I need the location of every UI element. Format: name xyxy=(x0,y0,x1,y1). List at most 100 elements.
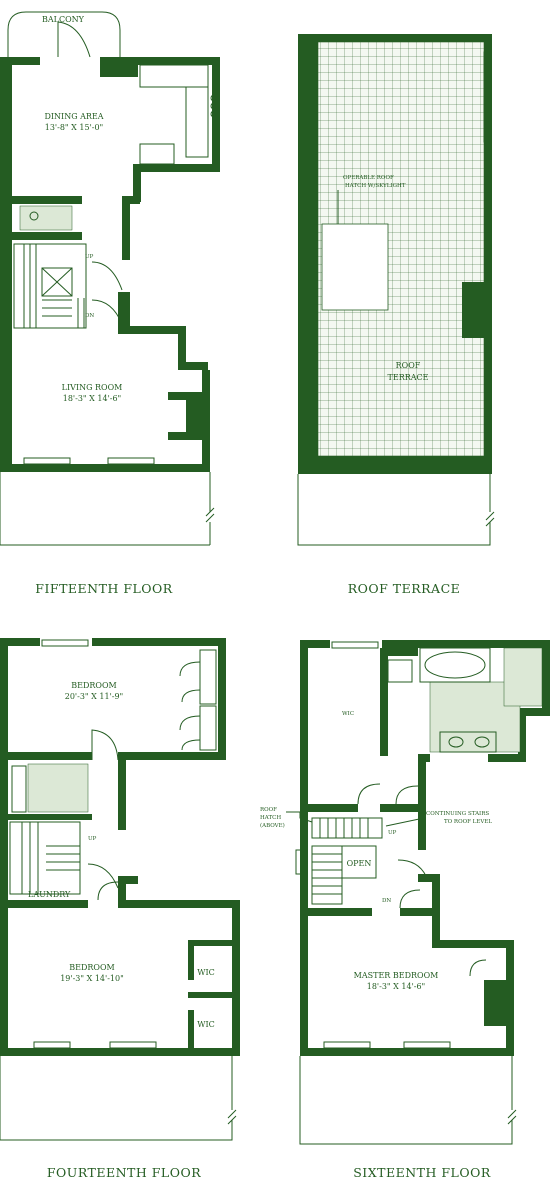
window xyxy=(403,1041,451,1049)
stair-treads xyxy=(319,818,369,838)
stair-treads xyxy=(21,822,80,894)
open-label: OPEN xyxy=(347,859,372,868)
stair-well xyxy=(13,243,87,329)
wic-label: WIC xyxy=(342,711,354,717)
roof-terrace-plan: OPERABLE ROOF HATCH W/SKYLIGHT ROOF TERR… xyxy=(297,34,495,546)
kitchen-island xyxy=(139,143,175,165)
wall xyxy=(202,370,210,472)
wall xyxy=(118,876,138,884)
wall xyxy=(484,980,506,1026)
wall xyxy=(432,916,440,946)
wall-notch xyxy=(462,282,484,338)
door-swing xyxy=(469,959,487,977)
sink-icon xyxy=(474,736,490,748)
window xyxy=(109,1041,157,1049)
stair-treads xyxy=(23,244,85,328)
wall xyxy=(488,754,526,762)
stairs-down-label: DN xyxy=(382,898,391,904)
bathtub xyxy=(11,765,27,813)
wall xyxy=(212,57,220,172)
kitchen-counter xyxy=(185,86,209,158)
wall xyxy=(188,940,240,946)
wall xyxy=(0,1048,240,1056)
wall xyxy=(138,164,220,172)
wall xyxy=(506,948,514,1056)
window xyxy=(323,1041,371,1049)
wall xyxy=(188,992,240,998)
property-line xyxy=(0,1056,237,1141)
shower xyxy=(503,647,543,707)
wall xyxy=(382,640,550,648)
window xyxy=(483,51,491,143)
sixteenth-floor-title: SIXTEENTH FLOOR xyxy=(353,1165,491,1180)
wall xyxy=(100,57,220,65)
wall xyxy=(8,752,92,760)
wall xyxy=(178,326,186,368)
roof-hatch-label-line1: ROOF xyxy=(260,807,277,813)
wall xyxy=(178,362,208,370)
dining-area-name: DINING AREA xyxy=(44,112,103,121)
stair-opening-cross xyxy=(41,267,73,297)
wall xyxy=(133,164,141,202)
window xyxy=(23,457,71,465)
wall xyxy=(118,292,130,334)
stairs-leader-line xyxy=(385,817,425,827)
wall xyxy=(432,940,514,948)
stairs-up-label: UP xyxy=(85,254,94,260)
closet xyxy=(199,649,217,705)
wall xyxy=(400,908,440,916)
wall xyxy=(188,940,194,980)
fifteenth-floor-title: FIFTEENTH FLOOR xyxy=(35,581,172,596)
wall xyxy=(118,876,126,906)
door-swing xyxy=(397,859,427,877)
wall xyxy=(122,196,130,260)
sink-icon xyxy=(448,736,464,748)
roof-hatch-skylight xyxy=(321,223,389,311)
wall xyxy=(122,196,140,204)
toilet-icon xyxy=(29,211,39,221)
closet-door-swing xyxy=(179,661,201,751)
wall xyxy=(8,900,88,908)
stove-burner xyxy=(210,94,218,102)
door-swing xyxy=(97,881,119,901)
linen-closet xyxy=(387,659,413,683)
dining-area-size: 13'-8" X 15'-0" xyxy=(45,123,103,132)
wall xyxy=(432,874,440,908)
window xyxy=(331,641,379,649)
stairs-up-label: UP xyxy=(388,830,397,836)
wall xyxy=(118,752,226,760)
door-swing xyxy=(399,889,421,909)
balcony-label: BALCONY xyxy=(42,15,85,24)
wall xyxy=(188,1010,194,1050)
bathtub-basin xyxy=(424,651,486,679)
roof-parapet xyxy=(298,34,492,474)
stove-burner xyxy=(210,110,218,118)
stairs-up-label: UP xyxy=(88,836,97,842)
closet xyxy=(199,705,217,751)
bath-floor xyxy=(19,205,73,231)
hatch-label-line2: HATCH W/SKYLIGHT xyxy=(345,183,406,189)
bedroom1-size: 20'-3" X 11'-9" xyxy=(65,692,123,701)
wall xyxy=(118,326,184,334)
wall xyxy=(218,638,226,756)
wall xyxy=(308,804,358,812)
wall xyxy=(100,57,138,77)
living-room-name: LIVING ROOM xyxy=(62,383,123,392)
property-line xyxy=(0,472,215,546)
walk-in-closet-1-label: WIC xyxy=(197,968,215,977)
wall xyxy=(518,708,526,760)
stove-burner xyxy=(210,102,218,110)
door-swing xyxy=(357,783,381,805)
laundry-label: LAUNDRY xyxy=(28,890,71,899)
living-room-size: 18'-3" X 14'-6" xyxy=(63,394,121,403)
wall xyxy=(380,648,388,756)
stair-opening xyxy=(41,267,73,297)
wall xyxy=(12,232,82,240)
roof-terrace-label-line1: ROOF xyxy=(396,361,421,370)
wall xyxy=(522,708,550,716)
roof-terrace-label-line2: TERRACE xyxy=(388,373,429,382)
door-swing xyxy=(87,863,119,889)
bedroom2-size: 19'-3" X 14'-10" xyxy=(60,974,124,983)
wall xyxy=(308,908,372,916)
